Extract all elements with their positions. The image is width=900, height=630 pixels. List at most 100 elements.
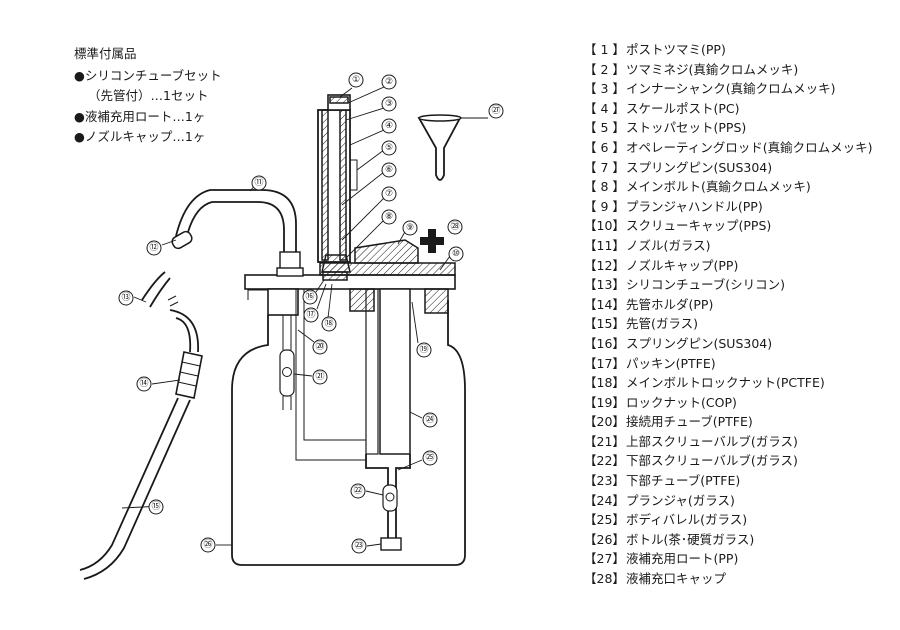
callout-label: ⑧ <box>385 212 393 222</box>
parts-list-item: 【 5 】ストッパセット(PPS) <box>584 118 873 138</box>
parts-list-item: 【 7 】スプリングピン(SUS304) <box>584 158 873 178</box>
parts-list-item: 【26】ボトル(茶･硬質ガラス) <box>584 530 873 550</box>
part-number: 【 2 】 <box>584 61 625 77</box>
callout-12: ⑫ <box>146 240 162 256</box>
callout-label: ⑯ <box>305 291 314 302</box>
plus-icon <box>420 229 444 253</box>
parts-list-item: 【18】メインボルトロックナット(PCTFE) <box>584 373 873 393</box>
callout-label: ⑫ <box>149 242 158 253</box>
callout-label: ㉔ <box>425 414 434 425</box>
part-name: 先管(ガラス) <box>626 316 699 332</box>
lower-valve <box>380 484 402 551</box>
parts-list-item: 【15】先管(ガラス) <box>584 314 873 334</box>
callout-13: ⑬ <box>118 290 134 306</box>
part-name: ノズル(ガラス) <box>626 237 711 253</box>
accessory-item: ●ノズルキャップ…1ヶ <box>74 127 222 148</box>
parts-list-item: 【 8 】メインボルト(真鍮クロムメッキ) <box>584 177 873 197</box>
parts-list-item: 【 6 】オペレーティングロッド(真鍮クロムメッキ) <box>584 138 873 158</box>
silicone-tube <box>141 271 199 353</box>
part-name: 液補充口キャップ <box>626 571 727 587</box>
callout-label: ㉗ <box>491 105 500 116</box>
callout-label: ㉕ <box>425 452 434 463</box>
part-name: 先管ホルダ(PP) <box>626 296 714 312</box>
nozzle <box>175 189 304 277</box>
part-number: 【 1 】 <box>584 42 625 57</box>
part-number: 【17】 <box>584 355 625 371</box>
parts-list-item: 【25】ボディバレル(ガラス) <box>584 510 873 530</box>
part-number: 【26】 <box>584 531 625 547</box>
callout-27: ㉗ <box>488 103 504 119</box>
callout-28: ㉘ <box>447 219 463 235</box>
part-number: 【25】 <box>584 512 625 528</box>
part-number: 【20】 <box>584 414 625 430</box>
callout-label: ⑱ <box>324 318 333 329</box>
parts-list-item: 【19】ロックナット(COP) <box>584 393 873 413</box>
callout-label: ⑮ <box>151 501 160 512</box>
part-number: 【24】 <box>584 492 625 508</box>
nozzle-cap <box>171 230 193 250</box>
part-name: ボトル(茶･硬質ガラス) <box>626 531 755 547</box>
part-number: 【16】 <box>584 335 625 351</box>
callout-label: ㉘ <box>450 221 459 232</box>
part-number: 【 6 】 <box>584 139 625 155</box>
bottle <box>231 289 466 566</box>
accessories-title: 標準付属品 <box>74 46 137 61</box>
standard-accessories: 標準付属品 ●シリコンチューブセット （先管付）…1セット ●液補充用ロート…1… <box>74 44 222 148</box>
part-name: プランジャ(ガラス) <box>626 492 735 508</box>
callout-26: ㉖ <box>200 537 216 553</box>
callout-14: ⑭ <box>136 376 152 392</box>
funnel <box>417 114 488 181</box>
part-number: 【27】 <box>584 551 625 567</box>
part-name: ストッパセット(PPS) <box>626 120 747 136</box>
parts-list-item: 【 9 】プランジャハンドル(PP) <box>584 197 873 217</box>
scale-post <box>317 94 358 263</box>
callout-16: ⑯ <box>302 289 318 305</box>
bullet: ● <box>74 129 85 144</box>
callout-5: ⑤ <box>381 140 397 156</box>
callout-label: ㉓ <box>354 540 363 551</box>
callout-label: ⑤ <box>385 143 393 153</box>
part-name: スケールポスト(PC) <box>626 100 740 116</box>
part-name: パッキン(PTFE) <box>626 355 716 371</box>
callout-label: ⑪ <box>254 177 263 188</box>
part-number: 【13】 <box>584 277 625 293</box>
parts-list-item: 【27】液補充用ロート(PP) <box>584 549 873 569</box>
part-number: 【28】 <box>584 571 625 587</box>
part-name: オペレーティングロッド(真鍮クロムメッキ) <box>626 139 873 155</box>
part-number: 【22】 <box>584 453 625 469</box>
part-number: 【15】 <box>584 316 625 332</box>
part-number: 【19】 <box>584 394 625 410</box>
upper-valve <box>279 315 295 410</box>
part-number: 【 7 】 <box>584 159 625 175</box>
part-number: 【21】 <box>584 433 625 449</box>
part-name: スクリューキャップ(PPS) <box>626 218 772 234</box>
callout-17: ⑰ <box>303 307 319 323</box>
accessory-item: ●シリコンチューブセット <box>74 66 222 87</box>
callout-22: ㉒ <box>350 483 366 499</box>
callout-label: ① <box>352 75 360 85</box>
part-number: 【 3 】 <box>584 81 625 97</box>
plunger-handle <box>354 239 419 264</box>
parts-list-item: 【24】プランジャ(ガラス) <box>584 491 873 511</box>
part-name: 接続用チューブ(PTFE) <box>626 414 753 430</box>
parts-list-item: 【 4 】スケールポスト(PC) <box>584 99 873 119</box>
accessory-text: ノズルキャップ…1ヶ <box>84 129 206 144</box>
bullet: ● <box>74 67 85 83</box>
part-name: メインボルトロックナット(PCTFE) <box>626 375 825 391</box>
parts-list-item: 【10】スクリューキャップ(PPS) <box>584 216 873 236</box>
callout-6: ⑥ <box>381 162 397 178</box>
part-name: ノズルキャップ(PP) <box>626 257 739 273</box>
parts-list-item: 【21】上部スクリューバルブ(ガラス) <box>584 432 873 452</box>
screw-cap <box>244 262 456 316</box>
callout-7: ⑦ <box>381 186 397 202</box>
part-number: 【14】 <box>584 296 625 312</box>
parts-list-item: 【 3 】インナーシャンク(真鍮クロムメッキ) <box>584 79 873 99</box>
part-name: 液補充用ロート(PP) <box>626 551 739 567</box>
callout-label: ② <box>385 77 393 87</box>
parts-list-item: 【11】ノズル(ガラス) <box>584 236 873 256</box>
part-name: シリコンチューブ(シリコン) <box>626 277 786 293</box>
callout-9: ⑨ <box>402 220 418 236</box>
callout-18: ⑱ <box>321 316 337 332</box>
parts-list-item: 【13】シリコンチューブ(シリコン) <box>584 275 873 295</box>
part-name: ポストツマミ(PP) <box>626 42 726 57</box>
